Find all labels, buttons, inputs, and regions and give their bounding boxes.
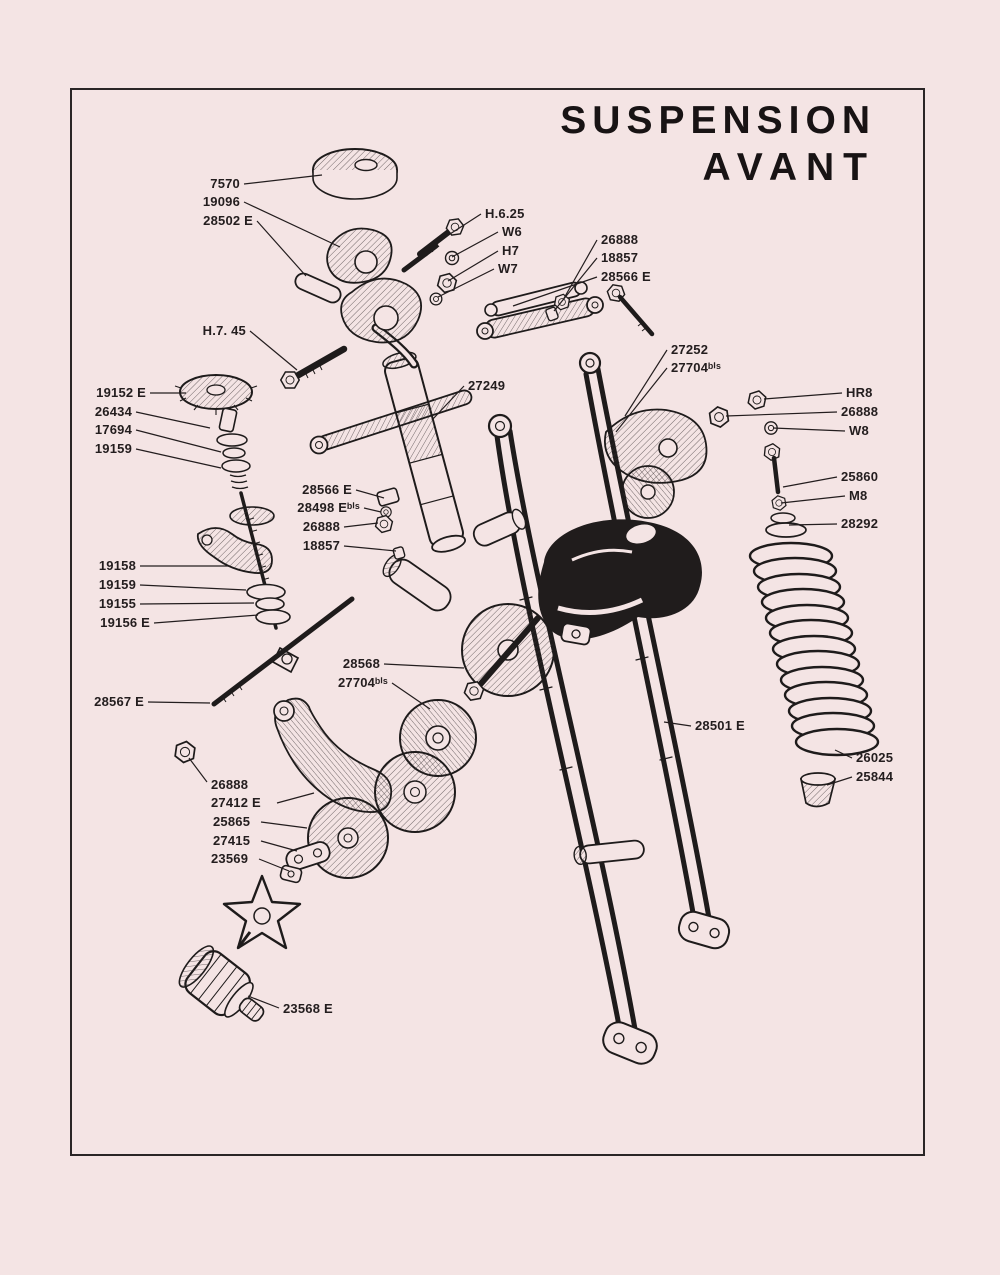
leader-lines bbox=[135, 174, 853, 1009]
spring-parts bbox=[748, 442, 880, 808]
part-label-18857-top: 18857 bbox=[601, 250, 639, 265]
part-label-w6: W6 bbox=[502, 224, 522, 239]
lower-crown-part bbox=[538, 519, 702, 646]
part-label-25860: 25860 bbox=[841, 469, 879, 484]
part-label-19159-a: 19159 bbox=[94, 441, 132, 456]
part-label-26434: 26434 bbox=[94, 404, 132, 419]
part-label-27704bis-mid: 27704ᵇⁱˢ bbox=[337, 675, 388, 690]
part-label-23568e: 23568 E bbox=[283, 1001, 333, 1016]
part-label-28292: 28292 bbox=[841, 516, 879, 531]
column-fastener-parts bbox=[373, 487, 406, 560]
page-title: SUSPENSION AVANT bbox=[560, 98, 876, 192]
part-label-17694: 17694 bbox=[94, 422, 132, 437]
part-label-m8: M8 bbox=[849, 488, 868, 503]
part-label-28502e: 28502 E bbox=[203, 213, 253, 228]
part-label-18857-mid: 18857 bbox=[302, 538, 340, 553]
part-label-26888-top: 26888 bbox=[601, 232, 639, 247]
part-label-27249: 27249 bbox=[468, 378, 506, 393]
part-label-28567e: 28567 E bbox=[94, 694, 144, 709]
part-label-26025: 26025 bbox=[856, 750, 894, 765]
part-label-26888-right: 26888 bbox=[841, 404, 879, 419]
part-label-h7: H7 bbox=[502, 243, 520, 258]
star-knob-parts bbox=[178, 874, 302, 1022]
handlebar-clamp-parts bbox=[277, 148, 468, 393]
part-label-hr8: HR8 bbox=[846, 385, 873, 400]
part-label-19158: 19158 bbox=[98, 558, 136, 573]
part-label-27415: 27415 bbox=[213, 833, 251, 848]
part-label-19156e: 19156 E bbox=[100, 615, 150, 630]
part-label-28566e-top: 28566 E bbox=[601, 269, 651, 284]
upper-link-parts bbox=[476, 280, 655, 340]
steering-damper-parts bbox=[173, 374, 355, 765]
part-label-27412e: 27412 E bbox=[211, 795, 261, 810]
part-label-28568: 28568 bbox=[342, 656, 380, 671]
top-bracket-parts bbox=[604, 388, 778, 519]
part-label-19159-b: 19159 bbox=[98, 577, 136, 592]
link-bar-part bbox=[309, 389, 473, 455]
part-label-28498ebis: 28498 Eᵇⁱˢ bbox=[297, 500, 360, 515]
part-label-7570: 7570 bbox=[210, 176, 240, 191]
part-label-28566e-mid: 28566 E bbox=[302, 482, 352, 497]
part-label-25865: 25865 bbox=[213, 814, 251, 829]
steering-column-part bbox=[371, 323, 527, 612]
part-label-h625: H.6.25 bbox=[485, 206, 525, 221]
part-label-25844: 25844 bbox=[856, 769, 894, 784]
part-label-19152e: 19152 E bbox=[96, 385, 146, 400]
page-title-line2: AVANT bbox=[702, 145, 876, 189]
page-title-line1: SUSPENSION bbox=[560, 99, 876, 142]
part-label-w8: W8 bbox=[849, 423, 869, 438]
damper-lever-parts bbox=[273, 697, 456, 884]
part-label-27704bis-top: 27704ᵇⁱˢ bbox=[671, 360, 722, 375]
part-label-28501e: 28501 E bbox=[695, 718, 745, 733]
part-label-h745: H.7. 45 bbox=[202, 323, 246, 338]
diagram-frame bbox=[70, 88, 925, 1156]
part-label-19096: 19096 bbox=[202, 194, 240, 209]
friction-disc-part bbox=[460, 603, 555, 705]
part-label-23569: 23569 bbox=[211, 851, 249, 866]
part-label-27252: 27252 bbox=[671, 342, 709, 357]
part-label-26888-mid: 26888 bbox=[302, 519, 340, 534]
part-label-19155: 19155 bbox=[98, 596, 136, 611]
part-label-w7: W7 bbox=[498, 261, 518, 276]
part-label-26888-bottom: 26888 bbox=[211, 777, 249, 792]
